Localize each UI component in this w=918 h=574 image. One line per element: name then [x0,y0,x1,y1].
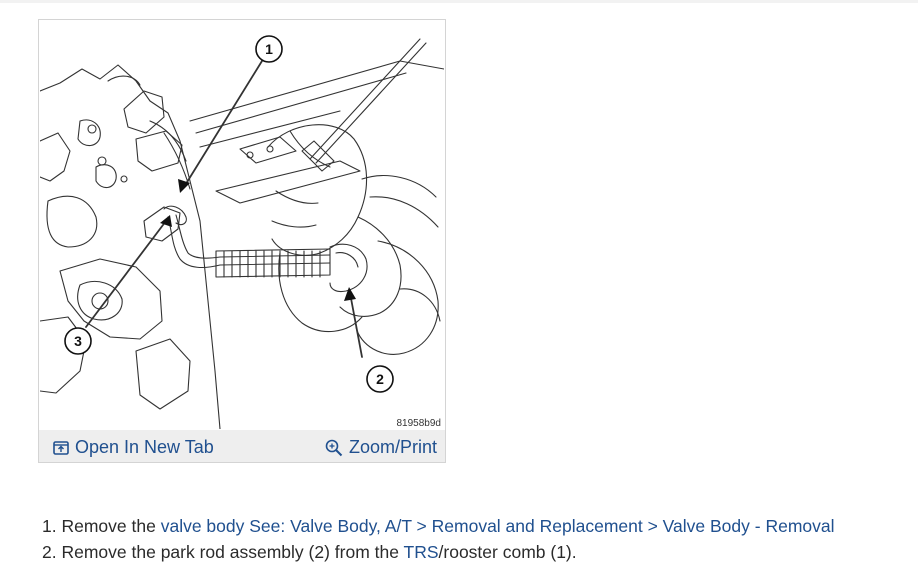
figure-card: 1 2 3 81958b9d Open In New Tab [38,19,446,463]
zoom-icon [325,439,343,457]
figure-code: 81958b9d [396,418,442,429]
zoom-print-link[interactable]: Zoom/Print [325,437,437,458]
top-divider [0,0,918,3]
figure-toolbar: Open In New Tab Zoom/Print [39,430,445,462]
park-rod-illustration: 1 2 3 [40,35,444,429]
callout-2 [366,365,394,393]
step-number: 1. [42,516,57,536]
callout-2-label: 2 [376,371,384,387]
step-text: Remove the park rod assembly (2) from th… [61,542,399,562]
step-text: Remove the [61,516,156,536]
open-in-new-tab-label: Open In New Tab [75,437,214,457]
step-item: 2. Remove the park rod assembly (2) from… [42,539,835,565]
step-number: 2. [42,542,57,562]
step-text-after: /rooster comb (1). [438,542,577,562]
open-in-new-tab-link[interactable]: Open In New Tab [53,437,214,458]
trs-link[interactable]: TRS [403,542,439,562]
callout-3 [64,327,92,355]
callout-3-label: 3 [74,333,82,349]
callout-1-label: 1 [265,41,273,57]
valve-body-link[interactable]: valve body See: Valve Body, A/T > Remova… [160,516,835,536]
open-tab-icon [53,440,69,455]
instruction-steps: 1. Remove the valve body See: Valve Body… [42,513,835,565]
step-item: 1. Remove the valve body See: Valve Body… [42,513,835,539]
callout-1 [255,35,283,63]
zoom-print-label: Zoom/Print [348,437,437,457]
